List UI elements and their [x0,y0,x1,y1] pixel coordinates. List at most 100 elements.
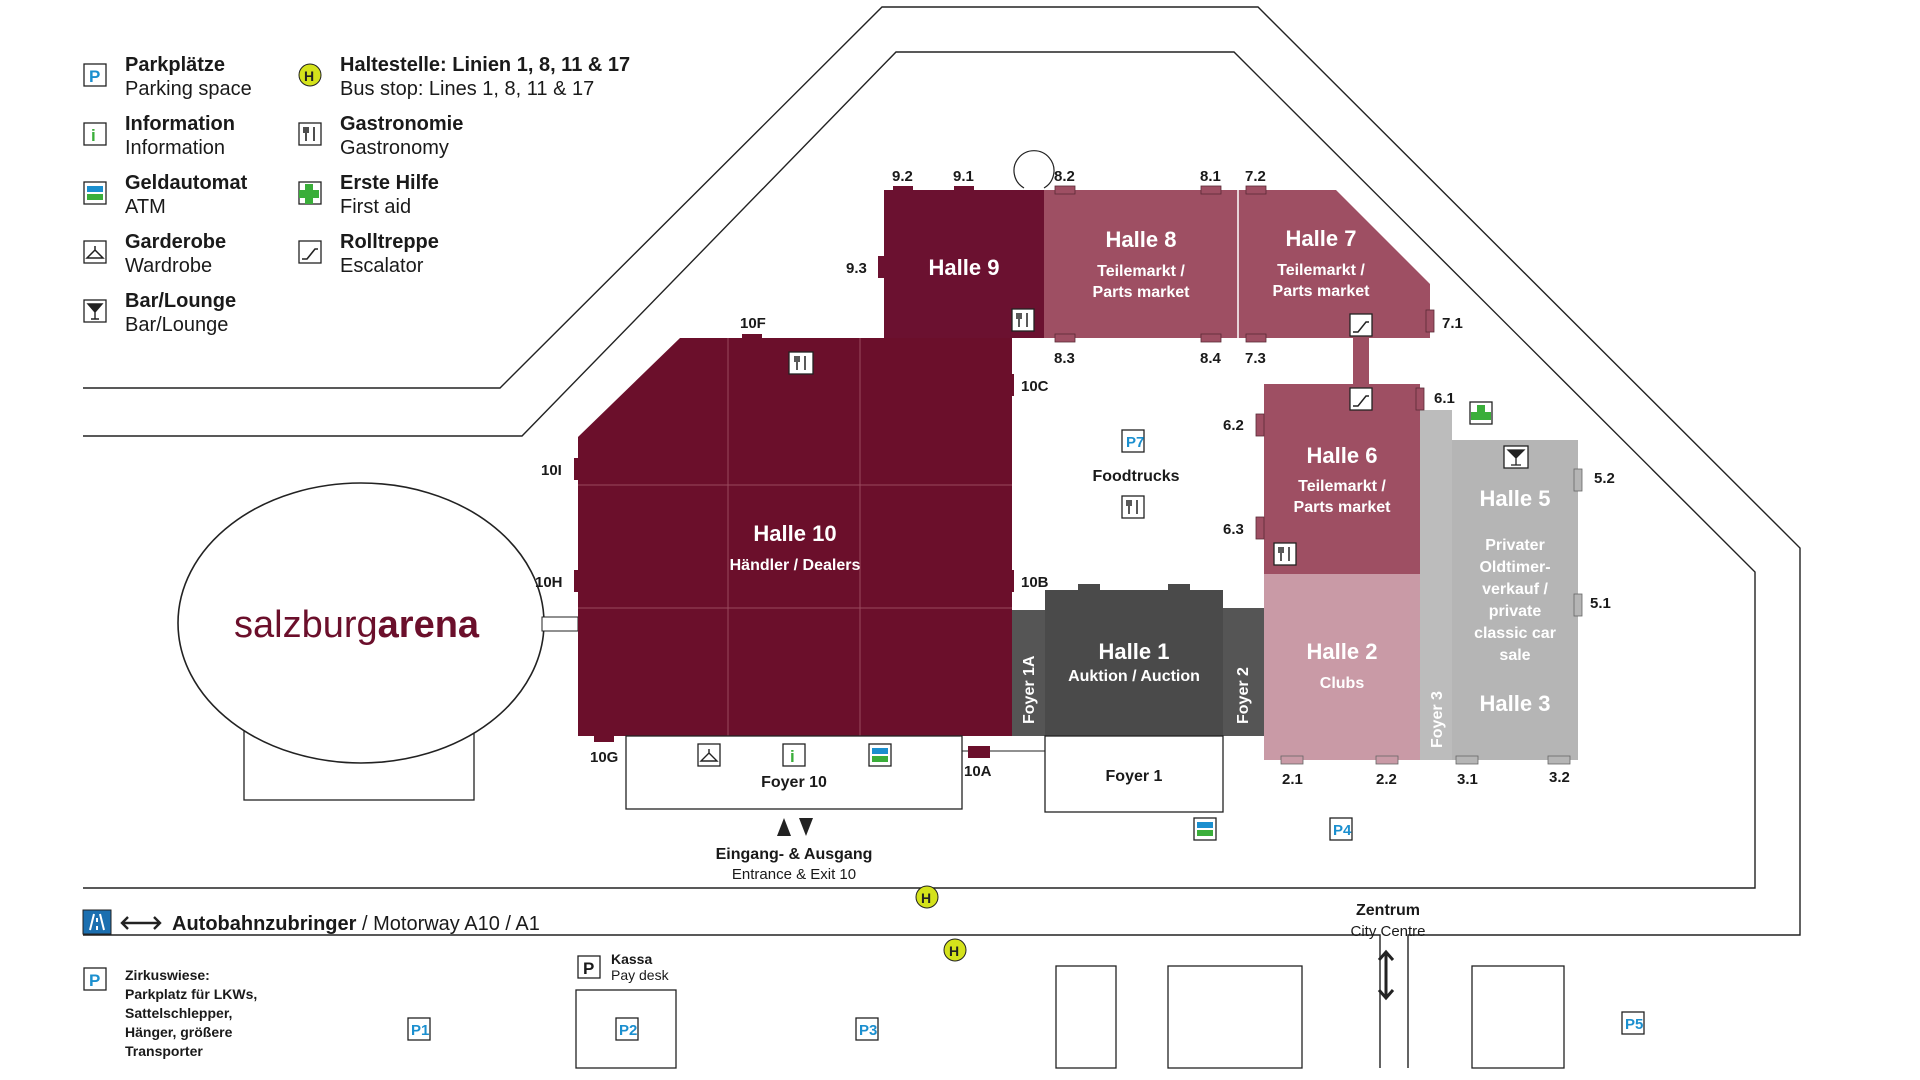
arrow-up-icon [777,818,791,836]
legend-wardrobe-en: Wardrobe [125,255,212,277]
foodtrucks-area[interactable]: P7 Foodtrucks [1092,429,1180,519]
atm-icon [83,181,107,205]
arrow-down-icon [799,818,813,836]
info-icon [782,743,806,767]
halle-7-title: Halle 7 [1286,226,1357,251]
halle-5-line1: Privater [1485,537,1545,554]
escalator-icon [1349,387,1373,411]
parking-p2-label: P2 [619,1022,637,1039]
halle-5-line6: sale [1499,647,1530,664]
door-8-4: 8.4 [1200,350,1222,367]
bus-stop-icon [915,885,939,909]
parking-icon [855,1017,879,1041]
halle-1[interactable]: Halle 1 Auktion / Auction [1045,584,1223,736]
svg-text:H: H [921,890,931,906]
cutlery-icon [1273,542,1297,566]
legend-firstaid-en: First aid [340,196,411,218]
legend-bar: Bar/Lounge Bar/Lounge [83,290,236,336]
door-9-2: 9.2 [892,168,913,185]
door-10f: 10F [740,315,766,332]
rotunda [1013,150,1055,189]
legend-information: i Information Information [83,113,235,159]
parking-p1-label: P1 [411,1022,429,1039]
parking-icon [83,63,107,87]
info-icon [83,122,107,146]
cutlery-icon [1121,495,1145,519]
cutlery-icon [788,351,814,375]
svg-text:H: H [304,68,314,84]
cutlery-icon [1011,308,1035,332]
legend-firstaid-de: Erste Hilfe [340,172,439,194]
city-centre[interactable]: Zentrum City Centre [1350,902,1426,1001]
door-8-2: 8.2 [1054,168,1075,185]
bus-stop-1[interactable]: H [915,885,939,909]
halle-6[interactable]: Halle 6 Teilemarkt / Parts market [1264,384,1420,574]
door-6-1: 6.1 [1434,390,1455,407]
legend-parking-en: Parking space [125,78,252,100]
bus-stop-2[interactable]: H [943,938,967,962]
motorway[interactable]: Autobahnzubringer / Motorway A10 / A1 [82,909,540,935]
legend-bus-en: Bus stop: Lines 1, 8, 11 & 17 [340,78,594,100]
halle-6-sub1: Teilemarkt / [1298,478,1386,495]
parking-p1[interactable]: P1 [407,1017,431,1041]
halle-2-sub: Clubs [1320,675,1365,692]
foyer-2[interactable]: Foyer 2 [1223,608,1264,736]
door-7-3: 7.3 [1245,350,1266,367]
legend-info-en: Information [125,137,225,159]
parking-p3[interactable]: P3 [855,1017,879,1041]
legend-wardrobe: Garderobe Wardrobe [83,231,226,277]
legend-atm-de: Geldautomat [125,172,248,194]
parking-p5-label: P5 [1625,1016,1643,1033]
halle-2-title: Halle 2 [1307,639,1378,664]
door-2-2: 2.2 [1376,771,1397,788]
door-7-1: 7.1 [1442,315,1463,332]
legend-bus: H Haltestelle: Linien 1, 8, 11 & 17 Bus … [298,54,630,100]
halle-5[interactable]: Halle 5 Privater Oldtimer- verkauf / pri… [1452,440,1578,760]
halle-10[interactable]: Halle 10 Händler / Dealers [578,338,1012,736]
parking-icon [1329,817,1353,841]
arena-name: salzburgarena [234,604,480,646]
legend: P Parkplätze Parking space i Information… [83,54,630,336]
halle-2[interactable]: Halle 2 Clubs [1264,574,1420,760]
motorway-label: Autobahnzubringer / Motorway A10 / A1 [172,913,540,935]
halle-6-sub2: Parts market [1294,499,1392,516]
halle-8-sub2: Parts market [1093,284,1191,301]
foyer-10-label: Foyer 10 [761,774,827,791]
halle-10-title: Halle 10 [753,521,836,546]
halle-7[interactable]: Halle 7 Teilemarkt / Parts market [1237,190,1430,338]
legend-escalator: Rolltreppe Escalator [298,231,439,277]
door-8-3: 8.3 [1054,350,1075,367]
double-arrow-vertical-icon [1377,949,1395,1001]
parking-icon [83,967,107,991]
parking-p5[interactable]: P5 [1621,1011,1645,1035]
foyer-1[interactable]: Foyer 1 [1044,735,1224,813]
door-9-3: 9.3 [846,260,867,277]
parking-p4: P4 [1333,822,1352,839]
halle-9-title: Halle 9 [929,255,1000,280]
kassa[interactable]: P Kassa Pay desk P2 [575,951,677,1069]
door-9-1: 9.1 [953,168,974,185]
entrance-exit[interactable]: Eingang- & Ausgang Entrance & Exit 10 [716,818,873,883]
parking-icon-letter: P [89,67,100,86]
legend-info-de: Information [125,113,235,135]
door-3-2: 3.2 [1549,769,1570,786]
halle-8[interactable]: Halle 8 Teilemarkt / Parts market [1044,190,1238,338]
halle-9[interactable]: Halle 9 [884,150,1055,338]
entrance-de: Eingang- & Ausgang [716,846,873,863]
door-10h: 10H [535,574,563,591]
foyer-3[interactable]: Foyer 3 [1420,410,1452,760]
info-icon-letter: i [91,126,96,145]
zirkuswiese[interactable]: P Zirkuswiese: Parkplatz für LKWs, Satte… [83,967,257,1059]
entrance-en: Entrance & Exit 10 [732,866,856,883]
door-3-1: 3.1 [1457,771,1478,788]
foyer-1a[interactable]: Foyer 1A [1012,610,1045,736]
legend-bus-de: Haltestelle: Linien 1, 8, 11 & 17 [340,54,630,76]
salzburg-arena[interactable]: salzburgarena [177,482,579,801]
legend-gastro-en: Gastronomy [340,137,449,159]
legend-wardrobe-de: Garderobe [125,231,226,253]
foyer-2-label: Foyer 2 [1235,667,1252,724]
legend-gastro-de: Gastronomie [340,113,463,135]
foyer-10[interactable]: Foyer 10 i [625,735,963,810]
legend-escalator-de: Rolltreppe [340,231,439,253]
